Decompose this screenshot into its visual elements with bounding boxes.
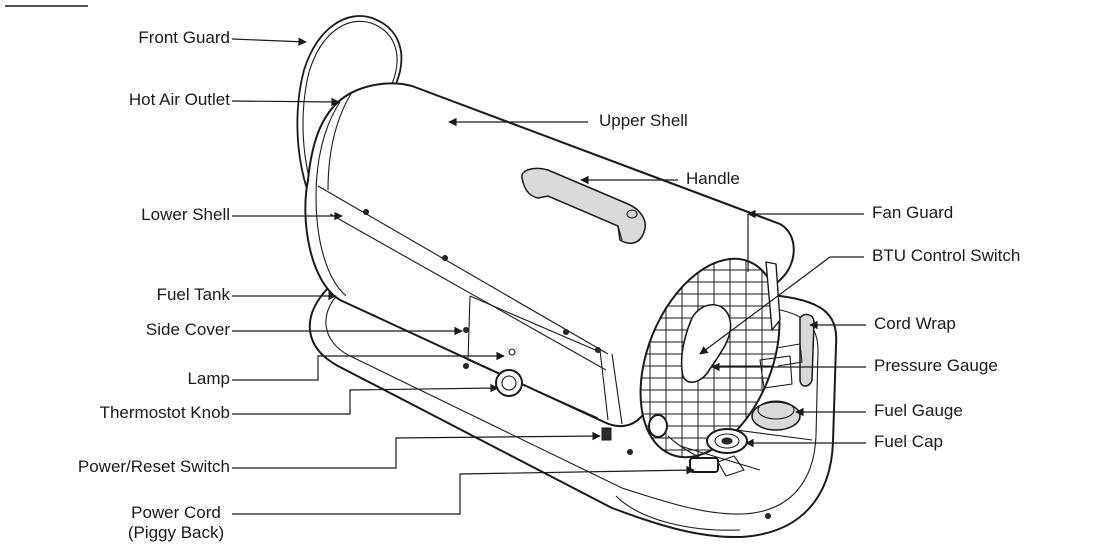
label-fuel-cap: Fuel Cap: [874, 432, 943, 451]
label-fuel-tank: Fuel Tank: [156, 285, 230, 304]
leader-lines: [231, 37, 866, 515]
label-lamp: Lamp: [187, 369, 230, 388]
label-pressure-gauge: Pressure Gauge: [874, 356, 998, 375]
label-btu-control-switch: BTU Control Switch: [872, 246, 1021, 265]
cord-wrap-drawing: [759, 313, 815, 389]
label-upper-shell: Upper Shell: [599, 111, 688, 130]
handle-drawing: [521, 167, 646, 245]
label-fan-guard: Fan Guard: [872, 203, 954, 222]
label-power-reset-switch: Power/Reset Switch: [77, 457, 230, 476]
label-fuel-gauge: Fuel Gauge: [874, 401, 963, 420]
bottom-components-drawing: [495, 369, 801, 477]
label-power-cord: Power Cord (Piggy Back): [120, 503, 232, 543]
label-front-guard: Front Guard: [138, 28, 230, 47]
label-power-cord-line2: (Piggy Back): [127, 523, 225, 542]
label-cord-wrap: Cord Wrap: [874, 314, 956, 333]
label-power-cord-line1: Power Cord: [131, 503, 221, 522]
label-handle: Handle: [686, 169, 740, 188]
label-thermostat-knob: Thermostot Knob: [99, 403, 230, 422]
label-side-cover: Side Cover: [145, 320, 230, 339]
label-lower-shell: Lower Shell: [141, 205, 230, 224]
label-hot-air-outlet: Hot Air Outlet: [128, 90, 230, 109]
